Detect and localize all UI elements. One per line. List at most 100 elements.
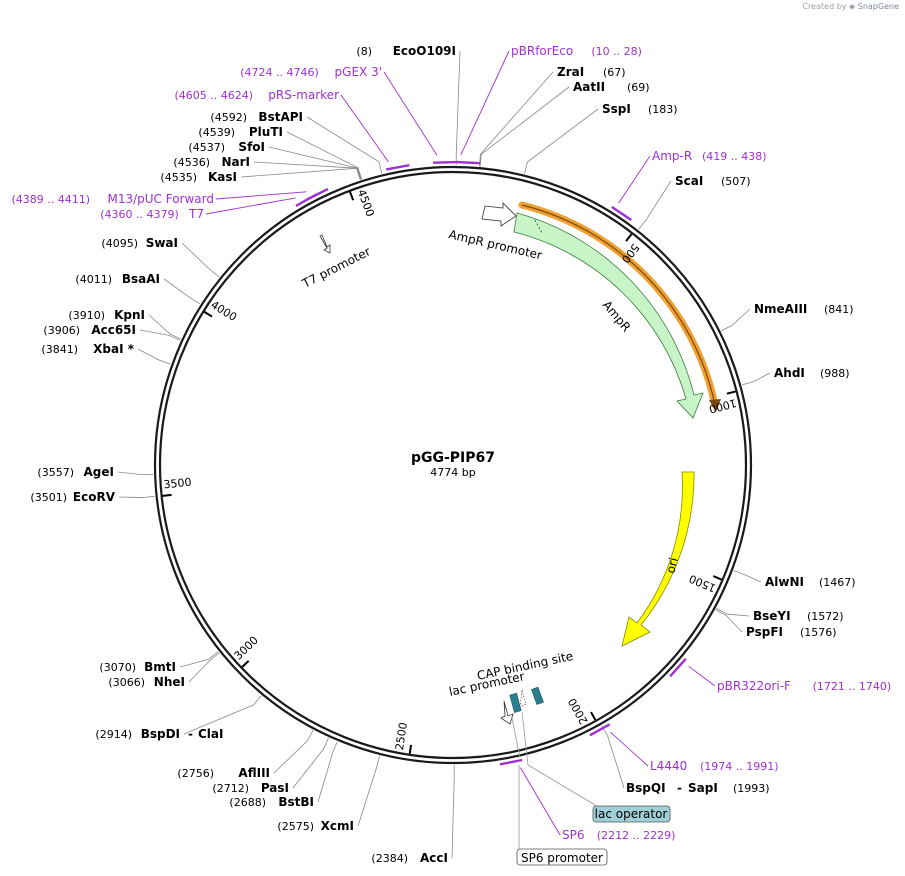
lac-operator-leader-b xyxy=(527,764,601,809)
enzyme-dash: - xyxy=(188,727,193,741)
enzyme-position: (2914) xyxy=(95,728,132,741)
enzyme-name[interactable]: SspI xyxy=(602,102,631,116)
lac-operator-label: lac operator xyxy=(595,807,668,821)
enzyme-name[interactable]: Acc65I xyxy=(91,323,136,337)
primer-range: (4389 .. 4411) xyxy=(11,193,90,206)
enzyme-position: (2712) xyxy=(212,782,249,795)
enzyme-name[interactable]: AlwNI xyxy=(765,575,804,589)
enzyme-name[interactable]: BseYI xyxy=(753,609,791,623)
enzyme-leader xyxy=(479,86,570,167)
enzyme-name[interactable]: EcoO109I xyxy=(393,44,456,58)
enzyme-name[interactable]: PspFI xyxy=(746,625,783,639)
plasmid-length: 4774 bp xyxy=(430,466,475,479)
primer-name[interactable]: pRS-marker xyxy=(268,88,339,102)
enzyme-alt-name[interactable]: SapI xyxy=(688,781,718,795)
enzyme-position: (4539) xyxy=(198,126,235,139)
tick-mark xyxy=(408,744,413,754)
enzyme-name[interactable]: BspDI xyxy=(141,727,180,741)
enzyme-name[interactable]: XbaI * xyxy=(93,342,135,356)
lac-operator-tag[interactable] xyxy=(592,805,671,823)
cap-site-arrow[interactable] xyxy=(519,689,527,708)
sp6-promoter-tag[interactable] xyxy=(516,848,608,866)
primer-leader xyxy=(520,767,561,836)
enzyme-name[interactable]: NheI xyxy=(154,675,185,689)
primer-leader xyxy=(383,71,438,156)
primer-bar[interactable] xyxy=(385,163,410,171)
enzyme-name[interactable]: NarI xyxy=(221,155,250,169)
enzyme-name[interactable]: ScaI xyxy=(675,174,703,188)
primer-range: (419 .. 438) xyxy=(702,150,767,163)
enzyme-alt-name[interactable]: ClaI xyxy=(198,727,223,741)
ampr-arrow[interactable] xyxy=(513,212,704,419)
t7-promoter-arrow[interactable] xyxy=(319,234,331,254)
enzyme-name[interactable]: AatII xyxy=(573,80,605,94)
enzyme-position: (67) xyxy=(603,66,626,79)
tick-label: 1500 xyxy=(687,572,718,595)
enzyme-name[interactable]: EcoRV xyxy=(73,490,116,504)
primer-name[interactable]: pGEX 3' xyxy=(335,65,382,79)
credit-brand: SnapGene xyxy=(857,2,899,11)
lac-promoter-arrow[interactable] xyxy=(500,700,514,725)
enzyme-name[interactable]: NmeAIII xyxy=(754,302,807,316)
enzyme-name[interactable]: BstBI xyxy=(278,795,314,809)
enzyme-dash: - xyxy=(677,781,682,795)
tick-label: 2000 xyxy=(566,696,591,727)
cap-binding-box[interactable] xyxy=(531,686,544,705)
lac-operator-box[interactable] xyxy=(509,692,522,713)
enzyme-name[interactable]: SwaI xyxy=(146,236,178,250)
orf-arrow-line xyxy=(521,204,716,406)
tick-label: 500 xyxy=(619,241,642,266)
tick-mark xyxy=(241,660,250,668)
enzyme-name[interactable]: ZraI xyxy=(557,65,584,79)
backbone-outer xyxy=(153,165,753,765)
enzyme-position: (2384) xyxy=(371,852,408,865)
primer-leader xyxy=(215,191,307,200)
enzyme-name[interactable]: AflIII xyxy=(238,766,270,780)
enzyme-name[interactable]: KpnI xyxy=(114,308,145,322)
primer-name[interactable]: pBRforEco xyxy=(511,44,573,58)
enzyme-leader xyxy=(721,308,751,332)
primer-bar[interactable] xyxy=(305,187,329,202)
enzyme-name[interactable]: PluTI xyxy=(249,125,283,139)
enzyme-leader xyxy=(357,755,380,827)
primer-name[interactable]: T7 xyxy=(188,207,204,221)
enzyme-name[interactable]: KasI xyxy=(208,170,237,184)
primer-bar[interactable] xyxy=(433,160,458,164)
enzyme-name[interactable]: BmtI xyxy=(144,660,176,674)
enzyme-name[interactable]: PasI xyxy=(261,781,289,795)
primer-name[interactable]: pBR322ori-F xyxy=(717,679,791,693)
enzyme-name[interactable]: BstAPI xyxy=(258,110,303,124)
enzyme-leader xyxy=(733,570,762,583)
enzyme-leader xyxy=(479,71,554,167)
primer-leader xyxy=(205,197,296,215)
primer-name[interactable]: SP6 xyxy=(562,828,585,842)
primer-name[interactable]: Amp-R xyxy=(652,149,692,163)
enzyme-leader xyxy=(715,609,743,633)
primer-bar[interactable] xyxy=(589,723,611,737)
enzyme-leader xyxy=(306,116,383,174)
enzyme-name[interactable]: AccI xyxy=(420,851,448,865)
enzyme-position: (3070) xyxy=(99,661,136,674)
ori-arrow[interactable] xyxy=(621,471,695,647)
primer-range: (2212 .. 2229) xyxy=(597,829,676,842)
primer-bar[interactable] xyxy=(611,205,632,222)
primer-bar[interactable] xyxy=(669,658,687,678)
primer-name[interactable]: M13/pUC Forward xyxy=(107,192,214,206)
orf-arrow-head xyxy=(709,399,721,412)
primer-name[interactable]: L4440 xyxy=(650,759,687,773)
enzyme-leader xyxy=(741,372,771,386)
enzyme-name[interactable]: BsaAI xyxy=(122,272,160,286)
ampr-promoter-arrow[interactable] xyxy=(481,202,517,227)
enzyme-name[interactable]: AgeI xyxy=(84,465,114,479)
enzyme-name[interactable]: XcmI xyxy=(321,819,354,833)
enzyme-position: (3557) xyxy=(37,466,74,479)
enzyme-leader xyxy=(163,278,201,305)
enzyme-name[interactable]: AhdI xyxy=(774,366,805,380)
primer-bar[interactable] xyxy=(456,160,481,165)
enzyme-leader xyxy=(139,329,181,341)
enzyme-name[interactable]: BspQI xyxy=(626,781,666,795)
enzyme-leader xyxy=(317,741,338,803)
enzyme-name[interactable]: SfoI xyxy=(238,140,265,154)
primer-bar[interactable] xyxy=(499,758,523,766)
enzyme-position: (2575) xyxy=(277,820,314,833)
